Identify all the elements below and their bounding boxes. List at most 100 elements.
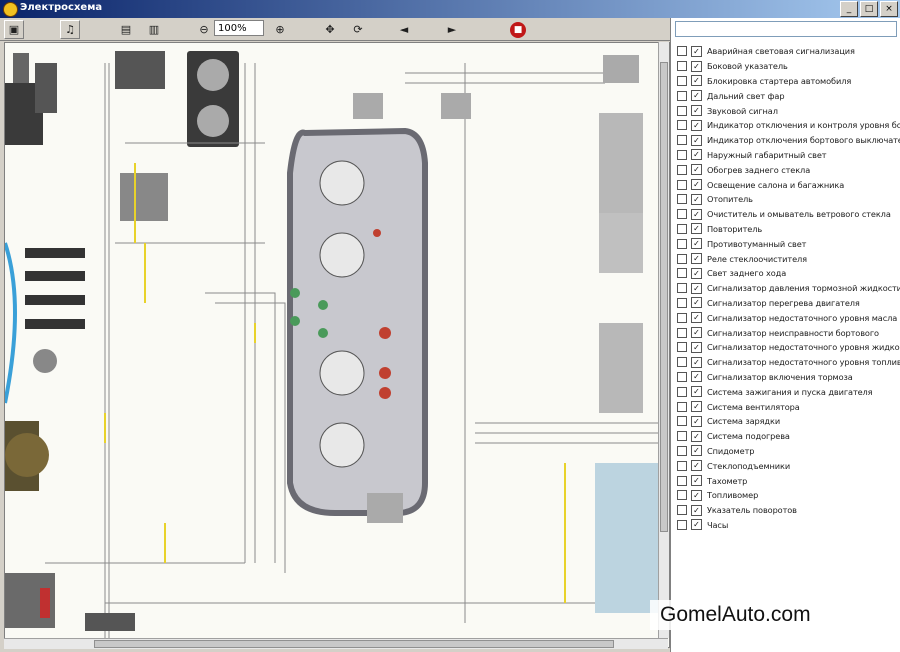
layer-expand-box[interactable] (677, 179, 687, 190)
forward-icon[interactable]: ► (447, 23, 457, 36)
layer-checkbox[interactable]: ✓ (691, 90, 702, 102)
layer-item[interactable]: ✓Противотуманный свет (671, 236, 900, 251)
layer-checkbox[interactable]: ✓ (691, 475, 702, 486)
layer-expand-box[interactable] (677, 61, 687, 72)
layer-expand-box[interactable] (677, 431, 687, 442)
layer-expand-box[interactable] (677, 164, 687, 175)
layer-checkbox[interactable]: ✓ (691, 253, 702, 265)
layer-item[interactable]: ✓Система подогрева (671, 429, 900, 444)
layer-checkbox[interactable]: ✓ (691, 105, 702, 117)
back-icon[interactable]: ◄ (399, 23, 409, 36)
layer-expand-box[interactable] (677, 253, 687, 264)
layer-item[interactable]: ✓Спидометр (671, 444, 900, 459)
refresh-icon[interactable]: ⟳ (353, 23, 363, 36)
vertical-scroll-thumb[interactable] (660, 62, 668, 532)
layer-item[interactable]: ✓Сигнализатор перегрева двигателя (671, 296, 900, 311)
search-input[interactable] (675, 21, 897, 37)
layer-expand-box[interactable] (677, 475, 687, 486)
layer-expand-box[interactable] (677, 223, 687, 234)
layer-checkbox[interactable]: ✓ (691, 341, 702, 353)
layer-expand-box[interactable] (677, 149, 687, 160)
stop-icon[interactable]: ■ (510, 22, 526, 38)
layer-checkbox[interactable]: ✓ (691, 164, 702, 176)
layer-item[interactable]: ✓Аварийная световая сигнализация (671, 44, 900, 59)
layer-checkbox[interactable]: ✓ (691, 430, 702, 442)
layer-checkbox[interactable]: ✓ (691, 179, 702, 191)
layer-expand-box[interactable] (677, 297, 687, 308)
layer-checkbox[interactable]: ✓ (691, 238, 702, 250)
pointer-icon[interactable]: ✥ (325, 23, 335, 36)
close-button[interactable]: × (880, 1, 898, 17)
wiring-diagram-canvas[interactable] (4, 42, 670, 648)
layer-checkbox[interactable]: ✓ (691, 60, 702, 72)
layer-expand-box[interactable] (677, 386, 687, 397)
layer-checkbox[interactable]: ✓ (691, 208, 702, 220)
maximize-button[interactable]: □ (860, 1, 878, 17)
layer-expand-box[interactable] (677, 505, 687, 516)
layer-checkbox[interactable]: ✓ (691, 445, 702, 457)
layer-checkbox[interactable]: ✓ (691, 267, 702, 279)
layer-item[interactable]: ✓Сигнализатор недостаточного уровня масл… (671, 310, 900, 325)
layer-expand-box[interactable] (677, 135, 687, 146)
layer-item[interactable]: ✓Указатель поворотов (671, 503, 900, 518)
layer-expand-box[interactable] (677, 519, 687, 530)
layer-item[interactable]: ✓Очиститель и омыватель ветрового стекла (671, 207, 900, 222)
layer-expand-box[interactable] (677, 445, 687, 456)
music-icon[interactable]: ♫ (60, 20, 80, 39)
layer-checkbox[interactable]: ✓ (691, 401, 702, 413)
layer-item[interactable]: ✓Индикатор отключения и контроля уровня … (671, 118, 900, 133)
layer-expand-box[interactable] (677, 268, 687, 279)
zoom-out-icon[interactable]: ⊖ (199, 23, 209, 36)
layer-checkbox[interactable]: ✓ (691, 45, 702, 57)
layer-item[interactable]: ✓Система вентилятора (671, 399, 900, 414)
layer-expand-box[interactable] (677, 490, 687, 501)
layer-expand-box[interactable] (677, 416, 687, 427)
layer-checkbox[interactable]: ✓ (691, 460, 702, 472)
page-icon[interactable]: ▤ (120, 23, 132, 36)
layer-checkbox[interactable]: ✓ (691, 134, 702, 146)
layer-expand-box[interactable] (677, 90, 687, 101)
layer-item[interactable]: ✓Свет заднего хода (671, 266, 900, 281)
layer-item[interactable]: ✓Часы (671, 518, 900, 533)
layer-item[interactable]: ✓Сигнализатор давления тормозной жидкост… (671, 281, 900, 296)
horizontal-scroll-thumb[interactable] (94, 640, 614, 648)
layer-item[interactable]: ✓Сигнализатор неисправности бортового (671, 325, 900, 340)
layer-checkbox[interactable]: ✓ (691, 356, 702, 368)
layer-checkbox[interactable]: ✓ (691, 297, 702, 309)
layer-item[interactable]: ✓Сигнализатор недостаточного уровня жидк… (671, 340, 900, 355)
layer-item[interactable]: ✓Реле стеклоочистителя (671, 251, 900, 266)
layer-checkbox[interactable]: ✓ (691, 223, 702, 235)
layer-item[interactable]: ✓Система зарядки (671, 414, 900, 429)
layer-checkbox[interactable]: ✓ (691, 75, 702, 87)
layer-item[interactable]: ✓Освещение салона и багажника (671, 177, 900, 192)
print-icon[interactable]: ▥ (148, 23, 160, 36)
layer-item[interactable]: ✓Блокировка стартера автомобиля (671, 74, 900, 89)
layer-expand-box[interactable] (677, 120, 687, 131)
layer-item[interactable]: ✓Сигнализатор включения тормоза (671, 370, 900, 385)
layer-item[interactable]: ✓Обогрев заднего стекла (671, 162, 900, 177)
minimize-button[interactable]: _ (840, 1, 858, 17)
layer-item[interactable]: ✓Топливомер (671, 488, 900, 503)
layer-expand-box[interactable] (677, 75, 687, 86)
layer-item[interactable]: ✓Звуковой сигнал (671, 103, 900, 118)
layer-item[interactable]: ✓Система зажигания и пуска двигателя (671, 384, 900, 399)
layer-checkbox[interactable]: ✓ (691, 282, 702, 294)
layer-checkbox[interactable]: ✓ (691, 519, 702, 531)
layer-expand-box[interactable] (677, 357, 687, 368)
layer-item[interactable]: ✓Дальний свет фар (671, 88, 900, 103)
layer-checkbox[interactable]: ✓ (691, 119, 702, 131)
layer-checkbox[interactable]: ✓ (691, 504, 702, 516)
layer-item[interactable]: ✓Сигнализатор недостаточного уровня топл… (671, 355, 900, 370)
layer-expand-box[interactable] (677, 460, 687, 471)
layer-expand-box[interactable] (677, 194, 687, 205)
layer-checkbox[interactable]: ✓ (691, 371, 702, 383)
layer-expand-box[interactable] (677, 312, 687, 323)
layer-checkbox[interactable]: ✓ (691, 386, 702, 398)
layer-item[interactable]: ✓Боковой указатель (671, 59, 900, 74)
layer-expand-box[interactable] (677, 342, 687, 353)
layer-checkbox[interactable]: ✓ (691, 327, 702, 339)
zoom-combo[interactable]: 100% (214, 20, 264, 36)
layer-checkbox[interactable]: ✓ (691, 193, 702, 205)
layer-checkbox[interactable]: ✓ (691, 312, 702, 324)
layer-expand-box[interactable] (677, 209, 687, 220)
